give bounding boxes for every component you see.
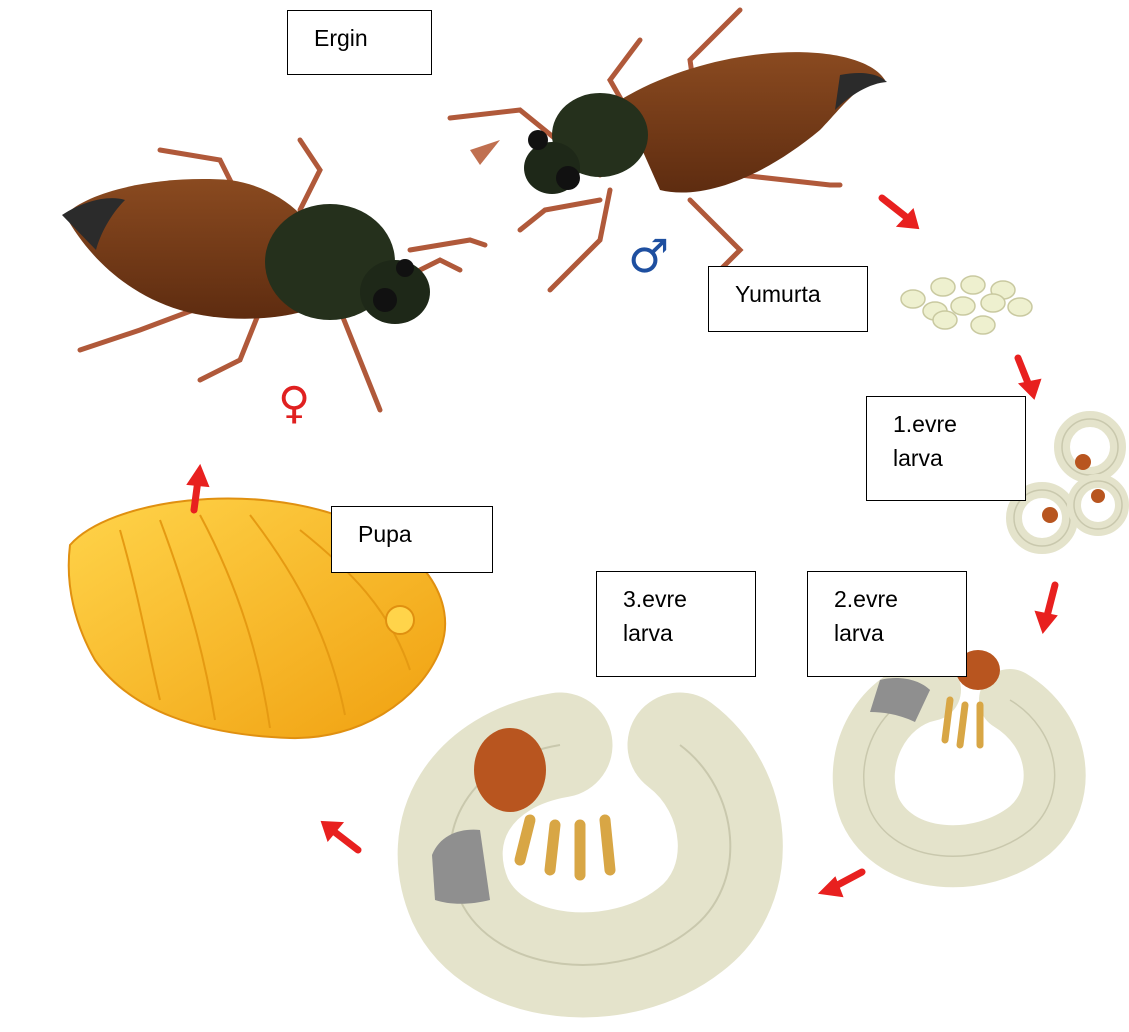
- eggs-cluster: [901, 276, 1032, 334]
- second-instar-larva: [864, 650, 1055, 856]
- label-adult-text: Ergin: [314, 21, 431, 55]
- label-larva3: 3.evre larva: [596, 571, 756, 677]
- arrow-adult-to-egg-icon: [882, 198, 918, 228]
- arrow-larva1-to-larva2-icon: [1036, 585, 1056, 632]
- label-pupa-text: Pupa: [358, 517, 492, 551]
- label-larva2: 2.evre larva: [807, 571, 967, 677]
- male-symbol-icon: ♂: [628, 229, 669, 283]
- label-larva3-line2: larva: [623, 616, 755, 650]
- label-larva2-line2: larva: [834, 616, 966, 650]
- first-instar-larvae: [1014, 419, 1122, 546]
- label-larva2-line1: 2.evre: [834, 582, 966, 616]
- label-pupa: Pupa: [331, 506, 493, 573]
- label-adult: Ergin: [287, 10, 432, 75]
- label-larva1: 1.evre larva: [866, 396, 1026, 501]
- female-beetle: [62, 140, 485, 410]
- label-larva1-line2: larva: [893, 441, 1025, 475]
- arrow-larva3-to-pupa-icon: [322, 822, 358, 850]
- label-egg-text: Yumurta: [735, 277, 867, 311]
- arrow-egg-to-larva1-icon: [1018, 358, 1040, 398]
- label-egg: Yumurta: [708, 266, 868, 332]
- label-larva3-line1: 3.evre: [623, 582, 755, 616]
- label-larva1-line1: 1.evre: [893, 407, 1025, 441]
- third-instar-larva: [432, 728, 730, 965]
- female-symbol-icon: ♀: [278, 378, 310, 429]
- arrow-larva2-to-larva3-icon: [820, 872, 862, 896]
